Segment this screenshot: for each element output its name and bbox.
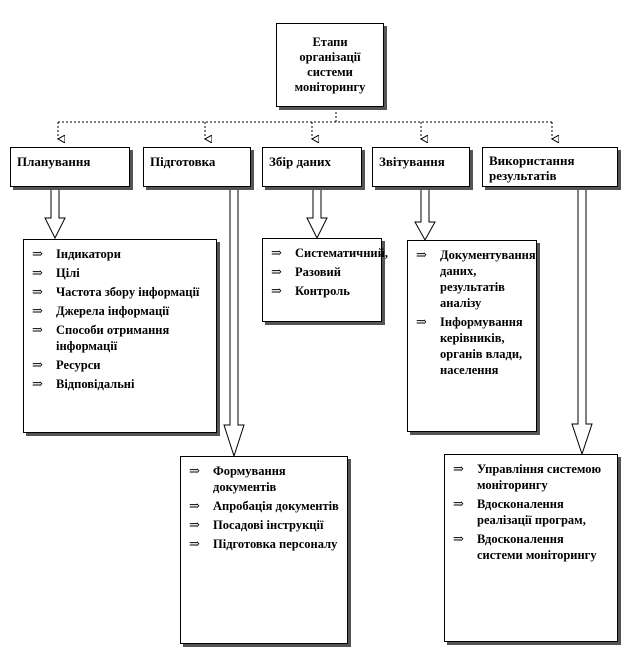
arrow-preparation	[223, 188, 245, 458]
list-item: ⇒Відповідальні	[32, 376, 135, 391]
double-arrow-icon: ⇒	[189, 517, 200, 532]
list-item: ⇒Вдосконалення системи моніторингу	[453, 531, 597, 562]
data-collection-details: ⇒Систематичний, ⇒Разовий ⇒Контроль	[262, 238, 388, 322]
double-arrow-icon: ⇒	[32, 376, 43, 391]
double-arrow-icon: ⇒	[189, 498, 200, 513]
list-item: ⇒Частота збору інформації	[32, 284, 200, 299]
double-arrow-icon: ⇒	[32, 357, 43, 372]
double-arrow-icon: ⇒	[189, 463, 200, 478]
double-arrow-icon: ⇒	[32, 303, 43, 318]
stage-label: Звітування	[379, 154, 445, 169]
preparation-details: ⇒Формування документів ⇒Апробація докуме…	[180, 456, 348, 644]
list-item: ⇒Формування документів	[189, 463, 286, 494]
double-arrow-icon: ⇒	[32, 265, 43, 280]
double-arrow-icon: ⇒	[271, 264, 282, 279]
stage-usage: Використання результатів	[482, 147, 618, 187]
list-item: ⇒Посадові інструкції	[189, 517, 324, 532]
double-arrow-icon: ⇒	[453, 461, 464, 476]
list-item: ⇒Цілі	[32, 265, 80, 280]
stage-planning: Планування	[10, 147, 130, 187]
list-item: ⇒Індикатори	[32, 246, 121, 261]
stage-label: Планування	[17, 154, 91, 169]
arrow-reporting	[414, 188, 436, 242]
planning-details: ⇒Індикатори ⇒Цілі ⇒Частота збору інформа…	[23, 239, 217, 433]
stage-reporting: Звітування	[372, 147, 470, 187]
arrow-data-collection	[306, 188, 328, 240]
list-item: ⇒Документування даних, результатів аналі…	[416, 247, 536, 310]
list-item: ⇒Апробація документів	[189, 498, 339, 513]
list-item: ⇒Разовий	[271, 264, 341, 279]
stage-label: Використання результатів	[489, 153, 575, 183]
double-arrow-icon: ⇒	[416, 247, 427, 262]
diagram-title: Етапи організації системи моніторингу	[294, 35, 366, 94]
list-item: ⇒Систематичний,	[271, 245, 388, 260]
double-arrow-icon: ⇒	[453, 496, 464, 511]
double-arrow-icon: ⇒	[189, 536, 200, 551]
list-item: ⇒Джерела інформації	[32, 303, 170, 318]
list-item: ⇒Вдосконалення реалізації програм,	[453, 496, 586, 527]
reporting-details: ⇒Документування даних, результатів аналі…	[407, 240, 537, 432]
stage-preparation: Підготовка	[143, 147, 251, 187]
diagram-title-box: Етапи організації системи моніторингу	[276, 23, 384, 107]
arrow-planning	[44, 188, 66, 240]
stage-label: Підготовка	[150, 154, 216, 169]
usage-details: ⇒Управління системою моніторингу ⇒Вдоско…	[444, 454, 618, 642]
double-arrow-icon: ⇒	[32, 284, 43, 299]
double-arrow-icon: ⇒	[453, 531, 464, 546]
list-item: ⇒Підготовка персоналу	[189, 536, 338, 551]
double-arrow-icon: ⇒	[32, 322, 43, 337]
stage-label: Збір даних	[269, 154, 332, 169]
double-arrow-icon: ⇒	[416, 314, 427, 329]
double-arrow-icon: ⇒	[271, 245, 282, 260]
list-item: ⇒Ресурси	[32, 357, 101, 372]
list-item: ⇒Управління системою моніторингу	[453, 461, 602, 492]
list-item: ⇒Способи отримання інформації	[32, 322, 170, 353]
arrow-usage	[571, 188, 593, 456]
list-item: ⇒Інформування керівників, органів влади,…	[416, 314, 523, 377]
stage-data-collection: Збір даних	[262, 147, 362, 187]
double-arrow-icon: ⇒	[271, 283, 282, 298]
double-arrow-icon: ⇒	[32, 246, 43, 261]
list-item: ⇒Контроль	[271, 283, 350, 298]
